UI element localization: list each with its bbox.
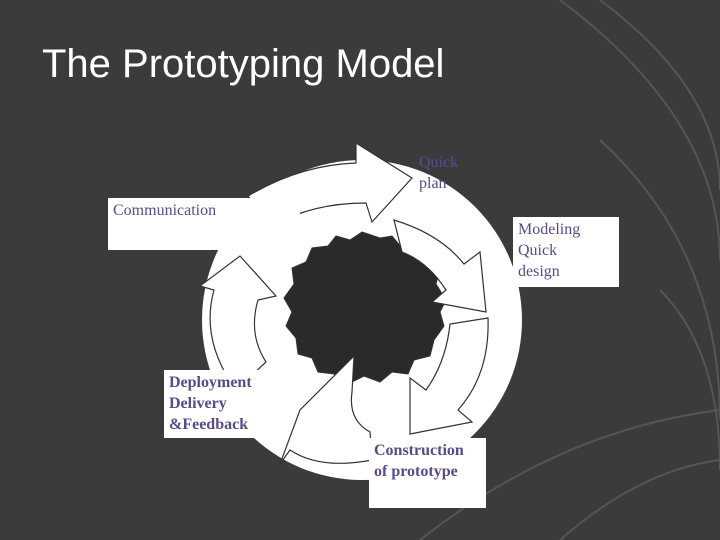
arrow-modeling-to-construction	[409, 317, 489, 435]
page-title: The Prototyping Model	[42, 42, 445, 86]
step-quick-plan-line: plan	[419, 175, 447, 192]
step-deployment: Deployment Delivery &Feedback	[164, 370, 268, 438]
step-modeling-line: Quick	[518, 242, 558, 259]
arrow-plan-to-modeling	[393, 219, 487, 313]
step-communication: Communication	[108, 198, 300, 250]
step-modeling-line: design	[518, 263, 560, 280]
step-construction-line: of prototype	[374, 463, 458, 480]
arrow-construction-to-deployment	[279, 354, 373, 465]
step-quick-plan: Quick plan	[414, 150, 474, 202]
step-modeling: Modeling Quick design	[513, 217, 619, 287]
arrow-deployment-to-communication	[198, 255, 278, 391]
step-construction: Construction of prototype	[369, 438, 486, 508]
step-quick-plan-line: Quick	[419, 154, 459, 171]
step-modeling-line: Modeling	[518, 221, 581, 238]
step-deployment-line: Delivery	[169, 395, 227, 412]
step-construction-line: Construction	[374, 442, 464, 459]
step-deployment-line: &Feedback	[169, 416, 249, 433]
step-communication-line: Communication	[113, 202, 217, 219]
step-deployment-line: Deployment	[169, 374, 252, 391]
